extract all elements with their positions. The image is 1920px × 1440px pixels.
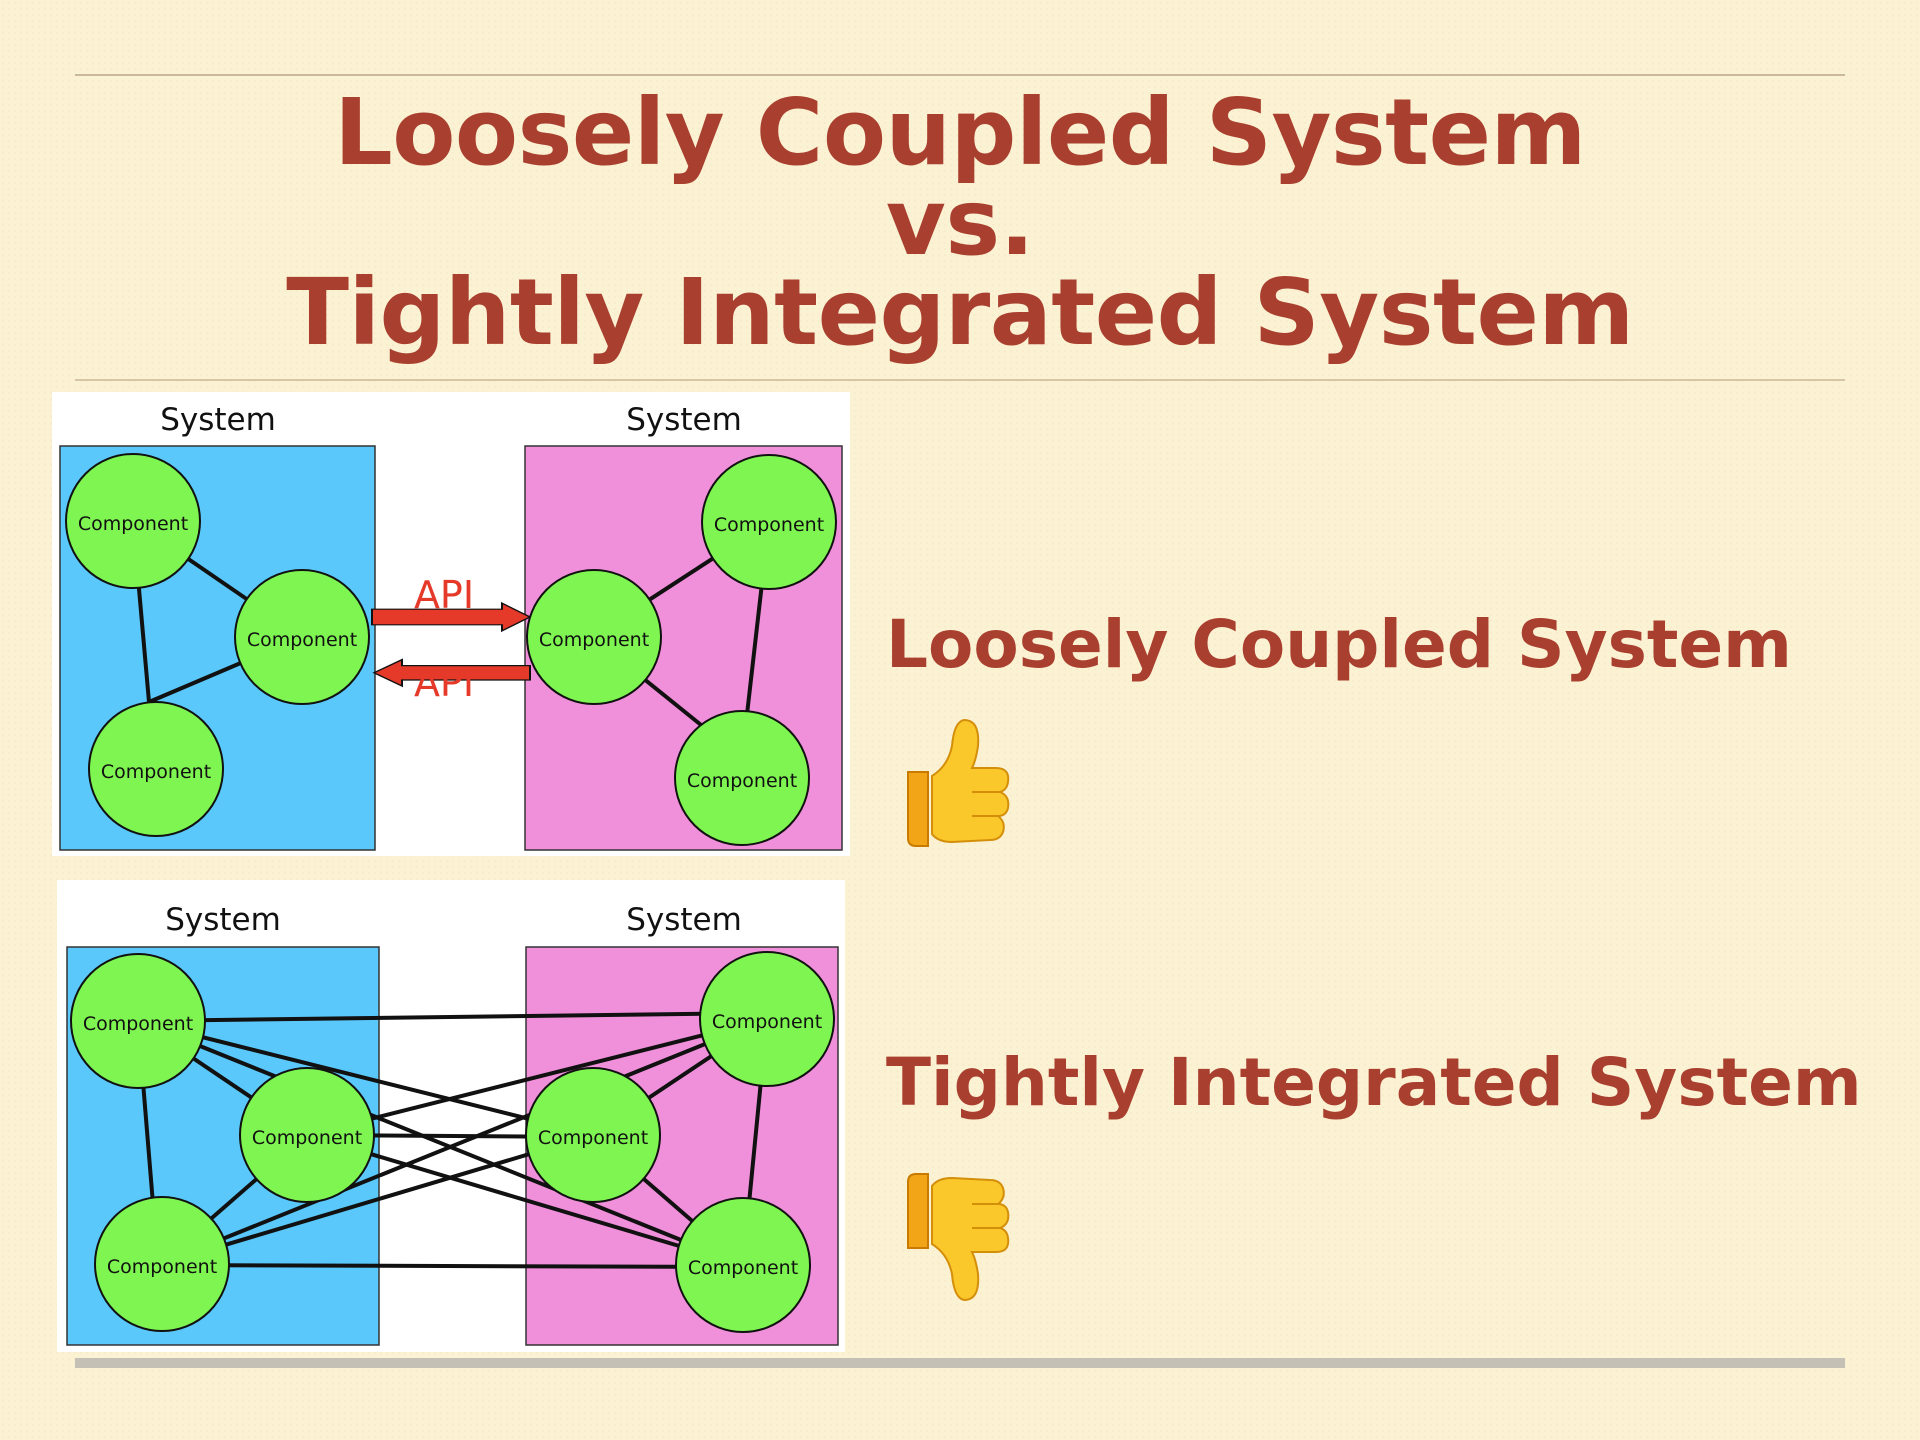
- loose-label: Loosely Coupled System: [886, 606, 1792, 683]
- edge: [157, 1263, 744, 1269]
- api-label-bottom: API: [414, 661, 474, 705]
- component-node: Component: [525, 1067, 661, 1203]
- loose-diagram-panel: System System API API Component Componen…: [52, 392, 850, 856]
- component-node: Component: [70, 953, 206, 1089]
- middle-divider: [75, 379, 1845, 381]
- tight-diagram-panel: System System Component: [57, 880, 845, 1352]
- svg-text:Component: Component: [247, 629, 357, 651]
- component-node: Component: [674, 710, 810, 846]
- component-node: Component: [701, 454, 837, 590]
- slide-title: Loosely Coupled System vs. Tightly Integ…: [0, 79, 1920, 366]
- top-divider: [75, 74, 1845, 76]
- tight-diagram: System System Component: [66, 902, 839, 1346]
- edge: [306, 1133, 744, 1267]
- thumbs-up-icon: [888, 710, 1020, 854]
- api-label-top: API: [414, 573, 474, 617]
- component-node: Component: [526, 569, 662, 705]
- component-node: Component: [239, 1067, 375, 1203]
- edge: [157, 1017, 768, 1267]
- title-line-3: Tightly Integrated System: [286, 259, 1634, 366]
- svg-text:Component: Component: [107, 1256, 217, 1278]
- svg-text:Component: Component: [714, 514, 824, 536]
- component-node: Component: [94, 1196, 230, 1332]
- api-arrows: [371, 601, 532, 688]
- thumbs-down-icon: [888, 1170, 1020, 1314]
- component-node: Component: [88, 701, 224, 837]
- right-system-label: System: [626, 902, 742, 938]
- edge: [157, 1133, 594, 1267]
- edge: [137, 1019, 744, 1267]
- svg-text:Component: Component: [252, 1127, 362, 1149]
- api-arrow-left: [372, 658, 531, 688]
- svg-text:Component: Component: [78, 513, 188, 535]
- title-line-1: Loosely Coupled System: [334, 79, 1586, 186]
- bottom-divider: [75, 1358, 1845, 1368]
- svg-text:Component: Component: [712, 1011, 822, 1033]
- svg-text:Component: Component: [687, 770, 797, 792]
- title-line-2: vs.: [885, 169, 1035, 276]
- svg-text:Component: Component: [538, 1127, 648, 1149]
- edge: [306, 1017, 768, 1137]
- component-node: Component: [234, 569, 370, 705]
- edge: [137, 1011, 768, 1023]
- edge: [137, 1019, 594, 1137]
- right-system-label: System: [626, 402, 742, 438]
- svg-text:Component: Component: [83, 1013, 193, 1035]
- left-system-label: System: [160, 402, 276, 438]
- component-node: Component: [675, 1197, 811, 1333]
- svg-text:Component: Component: [101, 761, 211, 783]
- svg-text:Component: Component: [539, 629, 649, 651]
- component-node: Component: [699, 951, 835, 1087]
- loose-diagram: System System API API Component Componen…: [59, 402, 843, 851]
- component-node: Component: [65, 453, 201, 589]
- left-system-label: System: [165, 902, 281, 938]
- api-arrow-right: [371, 601, 532, 633]
- svg-text:Component: Component: [688, 1257, 798, 1279]
- tight-label: Tightly Integrated System: [886, 1044, 1862, 1121]
